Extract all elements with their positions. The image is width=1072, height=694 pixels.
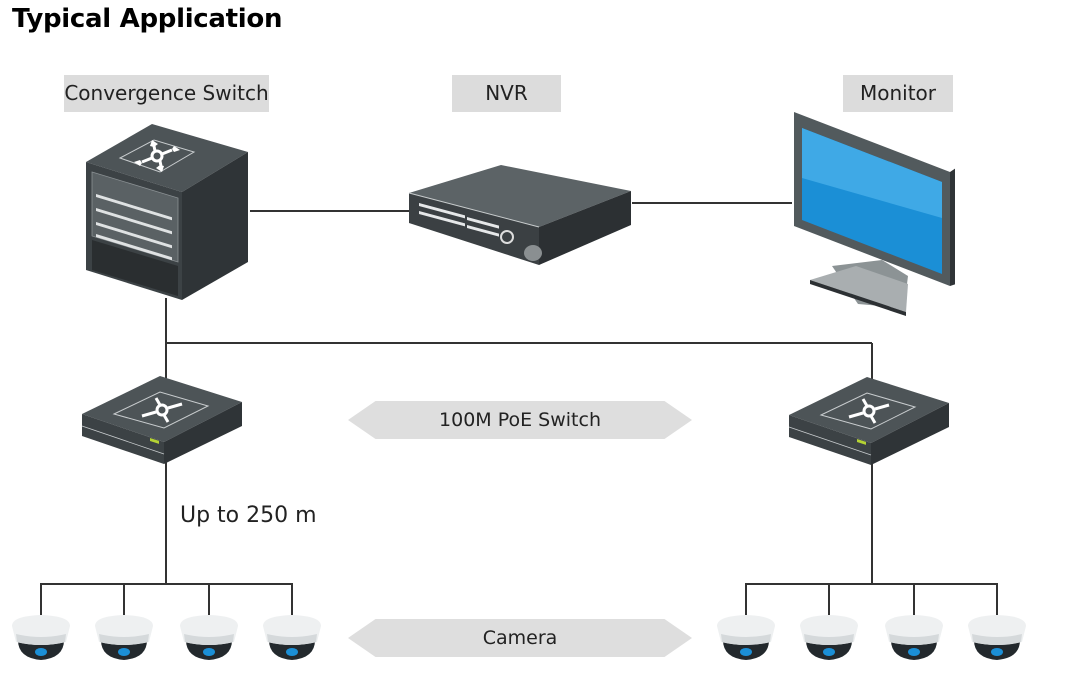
camera-icon <box>263 615 321 660</box>
label-monitor: Monitor <box>843 75 953 112</box>
camera-icon <box>800 615 858 660</box>
camera-icon <box>717 615 775 660</box>
convergence-switch-icon <box>86 124 248 300</box>
camera-icon <box>885 615 943 660</box>
distance-note: Up to 250 m <box>180 503 317 528</box>
right-camera-bus <box>745 583 998 615</box>
camera-icon <box>95 615 153 660</box>
nvr-icon <box>408 165 631 265</box>
right-poe-switch-icon <box>788 377 949 465</box>
page-title: Typical Application <box>12 4 283 34</box>
camera-icon <box>968 615 1026 660</box>
camera-icon <box>12 615 70 660</box>
camera-icon <box>180 615 238 660</box>
left-camera-bus <box>40 583 293 615</box>
label-nvr: NVR <box>452 75 561 112</box>
camera-banner: Camera <box>348 619 692 657</box>
poe-switch-banner: 100M PoE Switch <box>348 401 692 439</box>
monitor-icon <box>794 112 955 316</box>
left-poe-switch-icon <box>81 376 242 464</box>
label-convergence-switch: Convergence Switch <box>64 75 269 112</box>
